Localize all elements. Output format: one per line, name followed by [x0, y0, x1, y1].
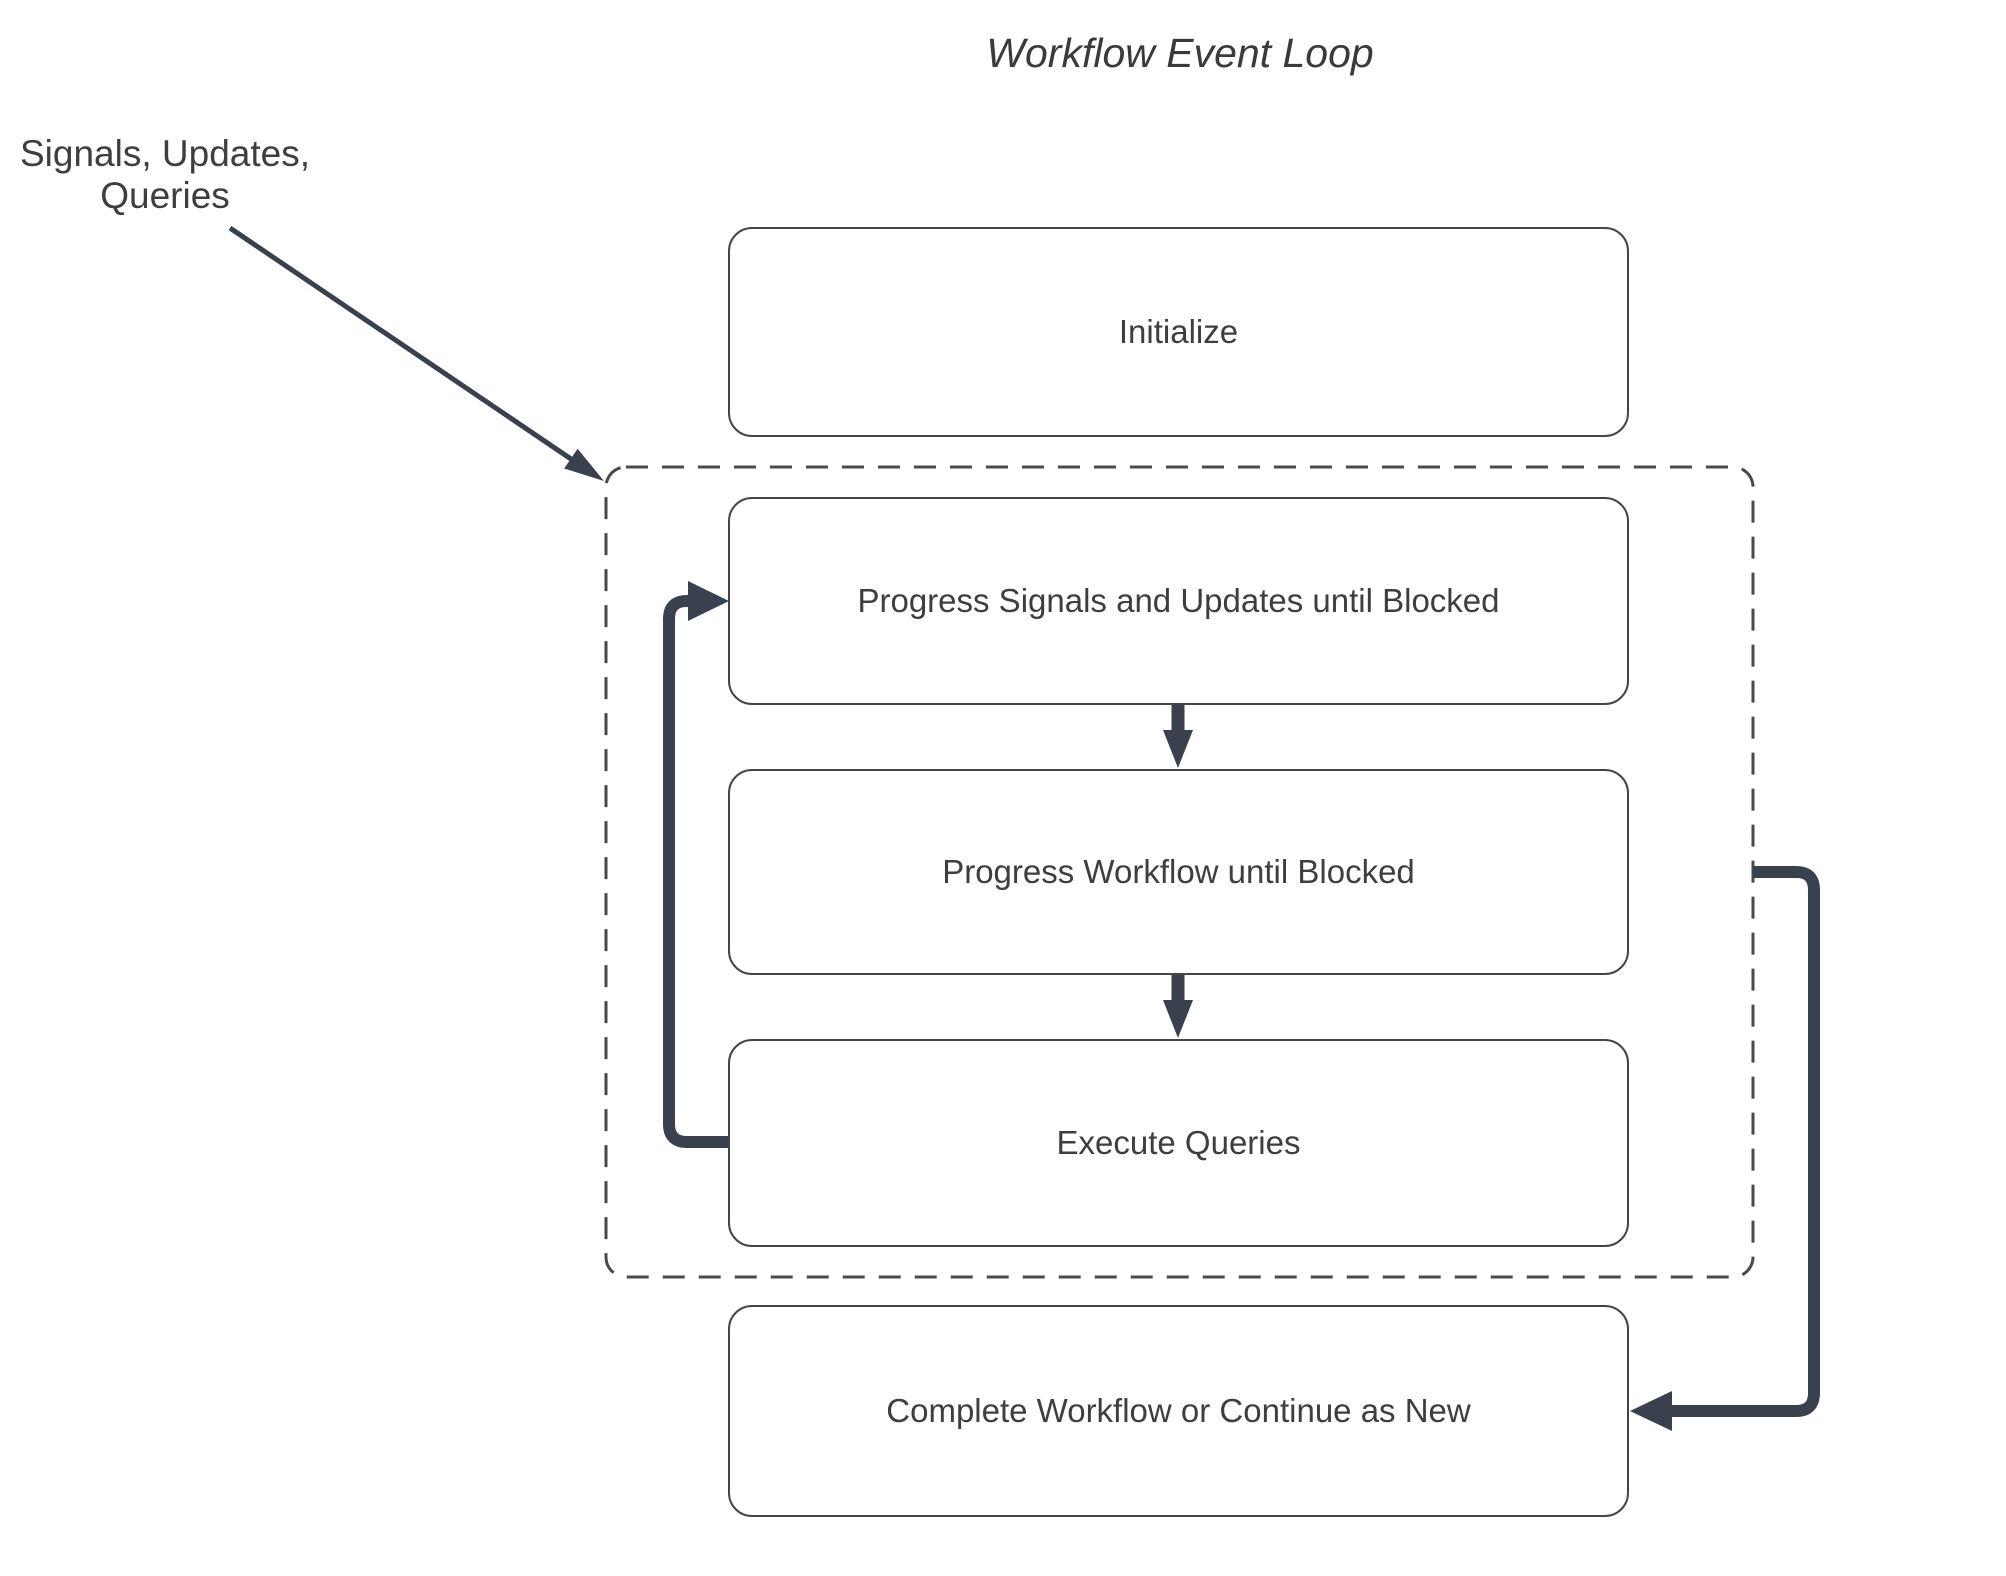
arrow-signals-to-workflow-head-icon: [1163, 730, 1193, 768]
signals-input-arrowhead-icon: [564, 448, 604, 481]
signals-input-arrow-line: [228, 225, 573, 462]
node-progress-workflow-label: Progress Workflow until Blocked: [942, 853, 1415, 890]
loop-container-to-complete-line: [1671, 866, 1820, 1417]
node-progress-signals-label: Progress Signals and Updates until Block…: [857, 582, 1500, 619]
node-complete-workflow: Complete Workflow or Continue as New: [728, 1305, 1629, 1517]
arrow-workflow-to-queries-head-icon: [1163, 1000, 1193, 1038]
node-initialize: Initialize: [728, 227, 1629, 437]
node-execute-queries: Execute Queries: [728, 1039, 1629, 1247]
loop-queries-to-signals-head-icon: [688, 581, 729, 621]
loop-container-to-complete: [1630, 866, 1820, 1431]
loop-queries-to-signals: [663, 581, 729, 1148]
loop-container-to-complete-head-icon: [1630, 1391, 1672, 1431]
signals-updates-queries-label: Signals, Updates, Queries: [20, 133, 311, 216]
page-title: Workflow Event Loop: [986, 30, 1374, 76]
signals-input-arrow: [228, 225, 604, 481]
node-progress-workflow: Progress Workflow until Blocked: [728, 769, 1629, 975]
node-execute-queries-label: Execute Queries: [1056, 1124, 1301, 1161]
arrow-workflow-to-queries: [1163, 975, 1193, 1038]
node-initialize-label: Initialize: [1118, 313, 1239, 350]
arrow-signals-to-workflow: [1163, 705, 1193, 768]
node-progress-signals-and-updates: Progress Signals and Updates until Block…: [728, 497, 1629, 705]
node-complete-workflow-label: Complete Workflow or Continue as New: [886, 1392, 1471, 1429]
loop-queries-to-signals-line: [663, 595, 728, 1148]
